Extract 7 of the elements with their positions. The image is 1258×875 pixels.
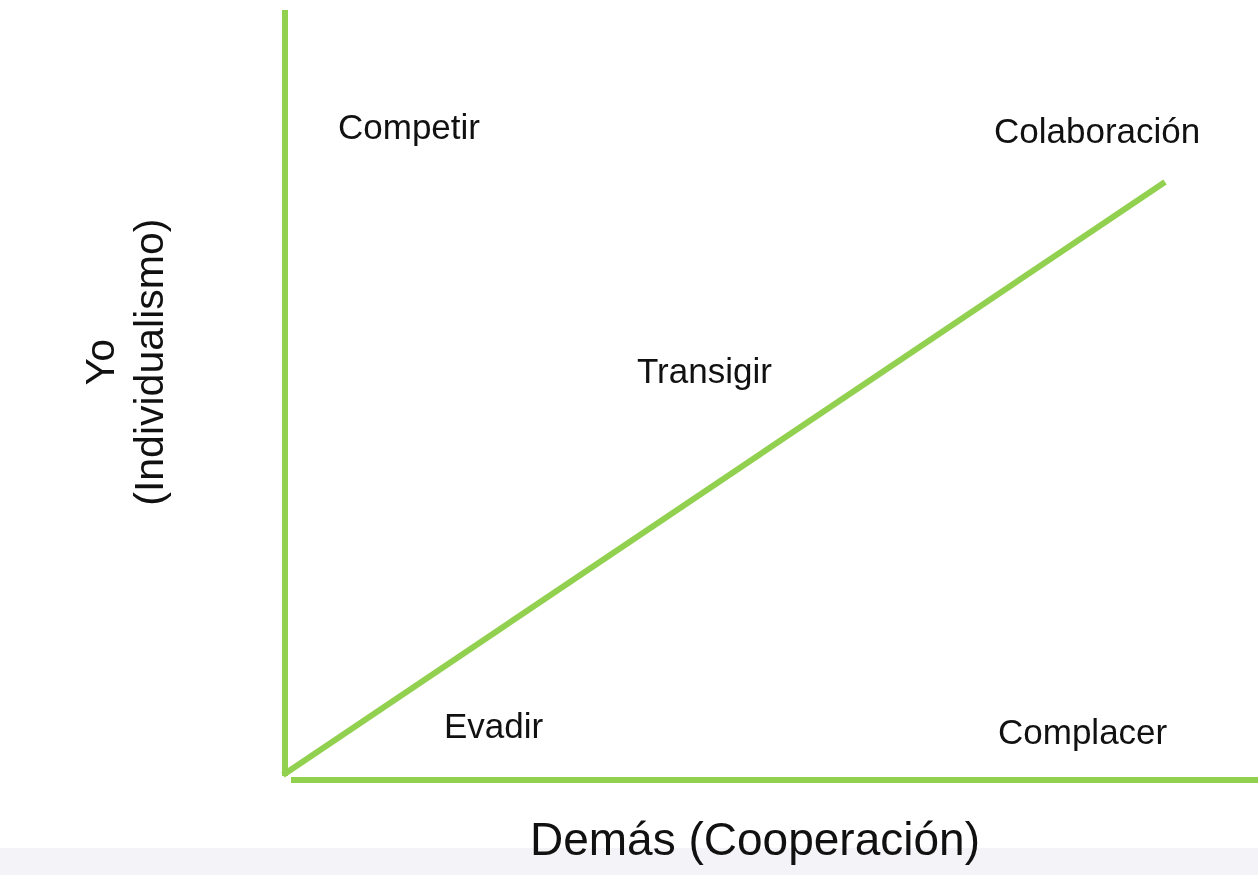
axis-title: Yo (Individualismo) xyxy=(75,217,173,508)
quadrant-label: Transigir xyxy=(637,350,772,392)
quadrant-label: Evadir xyxy=(444,705,544,747)
quadrant-label: Colaboración xyxy=(994,110,1201,152)
axis-title: Demás (Cooperación) xyxy=(530,812,980,867)
quadrant-label: Complacer xyxy=(998,711,1168,753)
quadrant-label: Competir xyxy=(338,106,480,148)
